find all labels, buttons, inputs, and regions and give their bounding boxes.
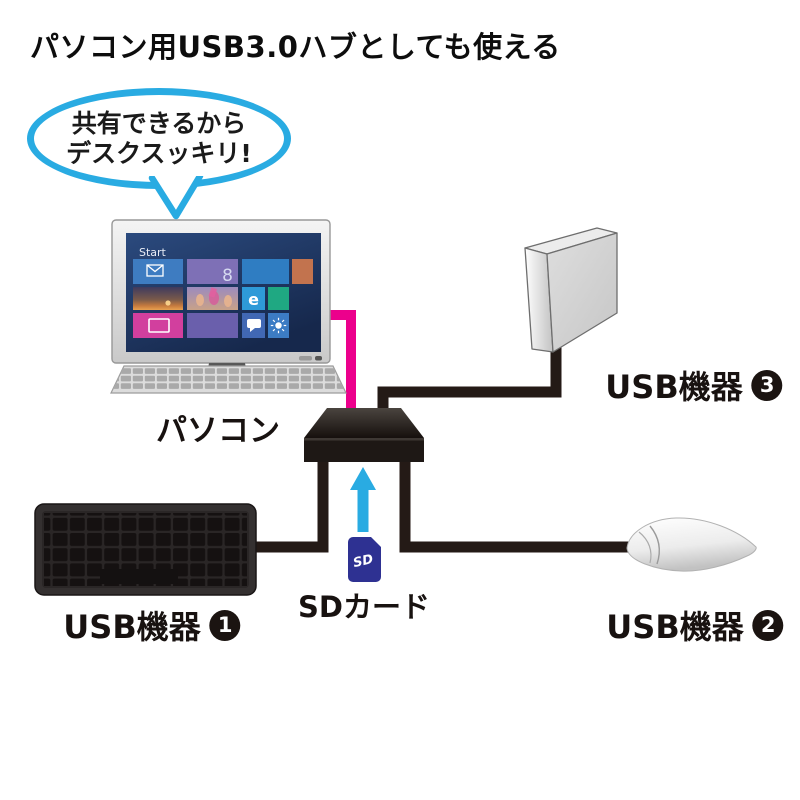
window-icon xyxy=(148,318,170,333)
spacebar xyxy=(100,569,178,584)
cable-hdd-to-hub xyxy=(377,344,562,428)
speech-bubble-line2: デスクスッキリ! xyxy=(66,138,252,168)
hub-top xyxy=(304,408,424,438)
tile-browser xyxy=(242,287,265,310)
tile-photo-landscape xyxy=(133,287,183,310)
device-3-number-badge: 3 xyxy=(751,369,783,401)
page-title: パソコン用USB3.0ハブとしても使える xyxy=(30,30,561,64)
windows-start-screen: Start 8 e xyxy=(133,246,313,338)
tile-eight-number: 8 xyxy=(222,266,233,286)
label-usb-device-2: USB機器 2 xyxy=(606,602,784,648)
sd-card-label: SDカード xyxy=(298,590,430,624)
device-2-number-badge: 2 xyxy=(752,609,784,641)
speech-bubble-tail-shape xyxy=(148,176,204,220)
device-1-number-badge: 1 xyxy=(209,609,241,641)
sd-card-illustration: SD xyxy=(348,537,381,582)
pc-keyboard xyxy=(110,365,347,394)
pc-illustration: Start 8 e xyxy=(110,219,347,394)
insert-arrow-icon xyxy=(350,467,376,532)
tile-blue xyxy=(242,259,289,284)
keyboard-illustration xyxy=(34,503,257,596)
sd-logo: SD xyxy=(352,552,375,571)
usb-hub-illustration xyxy=(304,408,424,462)
chat-icon xyxy=(247,319,261,328)
tile-browser-letter: e xyxy=(248,290,259,309)
mouse-illustration xyxy=(626,517,757,572)
tile-pink xyxy=(133,313,183,338)
hdd-illustration xyxy=(524,227,618,353)
label-usb-device-1: USB機器 1 xyxy=(63,602,241,648)
mail-icon xyxy=(146,264,164,277)
tile-teal xyxy=(268,287,289,310)
speech-bubble: 共有できるから デスクスッキリ! xyxy=(27,88,291,189)
cable-keyboard-to-hub xyxy=(250,458,329,553)
tile-mail xyxy=(133,259,183,284)
monitor-button xyxy=(299,356,312,361)
speech-bubble-tail xyxy=(148,176,204,220)
label-usb-device-3: USB機器 3 xyxy=(605,362,783,408)
speech-bubble-line1: 共有できるから xyxy=(71,108,247,138)
cable-mouse-to-hub xyxy=(399,458,648,553)
tile-orange xyxy=(292,259,313,284)
pc-label: パソコン xyxy=(156,413,280,449)
hub-front xyxy=(304,438,424,462)
tile-eight xyxy=(187,259,238,284)
monitor-power-button xyxy=(315,356,322,361)
sun-icon xyxy=(270,317,287,334)
cable-pc-to-hub xyxy=(325,310,356,428)
start-label: Start xyxy=(139,246,167,259)
hdd-side xyxy=(546,232,618,353)
tile-purple xyxy=(187,313,238,338)
